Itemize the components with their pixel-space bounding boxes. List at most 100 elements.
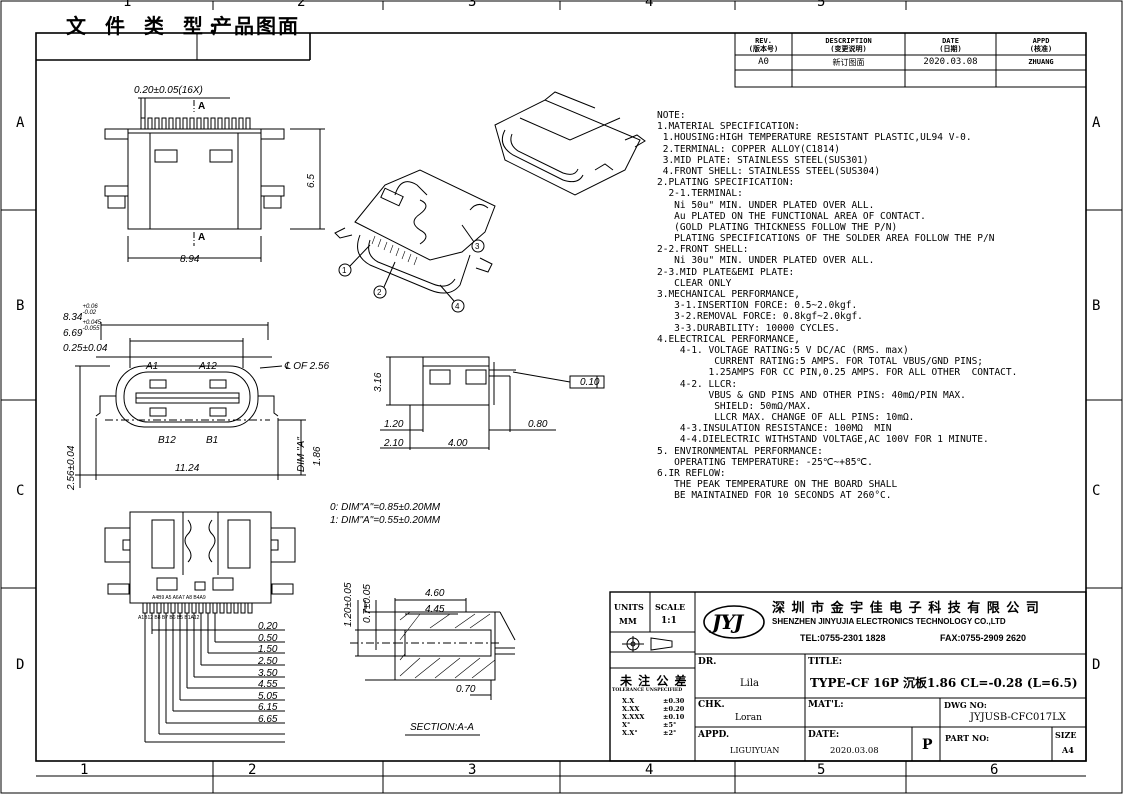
note-line: Ni 50u" MIN. UNDER PLATED OVER ALL. (657, 199, 875, 211)
note-line: 5. ENVIRONMENTAL PERFORMANCE: (657, 445, 823, 457)
note-line: 4-1. VOLTAGE RATING:5 V DC/AC (RMS. max) (657, 344, 909, 356)
dim-a-label: DIM "A" (296, 437, 307, 472)
dim-070: 0.70 (456, 684, 476, 695)
note-line: SHIELD: 50mΩ/MAX. (657, 400, 812, 412)
grid-row-a-right: A (1092, 115, 1101, 131)
grid-row-a-left: A (16, 115, 25, 131)
label-b1: B1 (206, 435, 219, 446)
drawn-label: DR. (698, 657, 717, 667)
dim-210: 2.10 (384, 438, 404, 449)
dim-note-1: 1: DIM"A"=0.55±0.20MM (330, 515, 441, 526)
checked-value: Loran (735, 713, 762, 723)
ladder-505: 5.05 (258, 691, 278, 702)
grid-col-6-bottom: 6 (990, 762, 999, 778)
tolerance-title-en: TOLERANCE UNSPECIFIED (612, 688, 683, 693)
ladder-615: 6.15 (258, 702, 278, 713)
section-title: SECTION:A-A (410, 722, 474, 733)
note-line: 3-3.DURABILITY: 10000 CYCLES. (657, 322, 841, 334)
dim-669: 6.69+0.045-0.055 (63, 320, 101, 339)
tolerance-row-4: X° (622, 721, 631, 729)
p-mark: P (922, 737, 933, 753)
grid-row-c-left: C (16, 483, 25, 499)
company-tel: TEL:0755-2301 1828 (800, 633, 886, 643)
units-value: MM (619, 616, 637, 626)
note-line: 2-3.MID PLATE&EMI PLATE: (657, 266, 795, 278)
note-line: 2.PLATING SPECIFICATION: (657, 177, 795, 189)
dim-120: 1.20 (384, 419, 404, 430)
note-line: 3-1.INSERTION FORCE: 0.5~2.0kgf. (657, 300, 858, 312)
label-b12: B12 (158, 435, 176, 446)
date-label: DATE: (808, 730, 840, 740)
note-line: 4.ELECTRICAL PERFORMANCE, (657, 333, 800, 345)
note-line: CLEAR ONLY (657, 277, 732, 289)
label-a12: A12 (199, 361, 217, 372)
note-line: 3.MID PLATE: STAINLESS STEEL(SUS301) (657, 154, 869, 166)
title-label: TITLE: (808, 657, 843, 667)
grid-row-c-right: C (1092, 483, 1101, 499)
callout-2: 2 (377, 288, 382, 297)
company-logo: JYJ (712, 610, 743, 634)
note-line: 6.IR REFLOW: (657, 468, 726, 479)
label-a1: A1 (146, 361, 159, 372)
appd-value: ZHUANG (1028, 58, 1054, 66)
size-value: A4 (1062, 745, 1074, 755)
note-line: 2.TERMINAL: COPPER ALLOY(C1814) (657, 143, 841, 155)
note-line: 1.MATERIAL SPECIFICATION: (657, 121, 800, 133)
company-name-cn: 深 圳 市 金 宇 佳 电 子 科 技 有 限 公 司 (772, 601, 1040, 616)
approved-label: APPD. (698, 730, 730, 740)
tolerance-val-5: ±2° (663, 729, 677, 737)
ladder-665: 6.65 (258, 714, 278, 725)
note-line: 4-4.DIELECTRIC WITHSTAND VOLTAGE,AC 100V… (657, 434, 989, 446)
dwg-no-value: JYJUSB-CFC017LX (970, 712, 1066, 723)
dim-445: 4.45 (425, 604, 445, 615)
note-line: Au PLATED ON THE FUNCTIONAL AREA OF CONT… (657, 210, 926, 222)
dim-834: 8.34+0.06-0.02 (63, 304, 98, 323)
note-line: 1.25AMPS FOR CC PIN,0.25 AMPS. FOR ALL O… (657, 367, 1018, 379)
ladder-350: 3.50 (258, 668, 278, 679)
dim-186: 1.86 (312, 446, 323, 466)
tolerance-title-cn: 未 注 公 差 (620, 674, 688, 688)
section-mark-top: A (198, 101, 206, 112)
callout-1: 1 (342, 266, 347, 275)
grid-row-b-right: B (1092, 298, 1101, 314)
note-line: Ni 30u" MIN. UNDER PLATED OVER ALL. (657, 255, 875, 267)
note-line: PLATING SPECIFICATIONS OF THE SOLDER ARE… (657, 233, 995, 245)
pin-row-top: A4B9 A5 A6A7 A8 B4A9 (152, 595, 206, 601)
doc-type-label: 文 件 类 型: (66, 14, 223, 38)
callout-4: 4 (455, 302, 460, 311)
ladder-250: 2.50 (258, 656, 278, 667)
ladder-020: 0.20 (258, 621, 278, 632)
material-label: MAT'L: (808, 700, 844, 710)
tolerance-val-1: ±0.30 (663, 697, 685, 705)
date-value-tb: 2020.03.08 (830, 746, 879, 756)
grid-row-d-right: D (1092, 657, 1101, 673)
rev-value: A0 (758, 57, 769, 67)
flatness-value: 0.10 (580, 377, 600, 388)
date-header: DATE(日期) (939, 37, 962, 53)
dwg-no-label: DWG NO: (944, 700, 987, 710)
appd-header: APPD(核准) (1029, 37, 1053, 53)
dim-width: 8.94 (180, 254, 200, 265)
grid-col-4-top: 4 (645, 0, 654, 10)
company-fax: FAX:0755-2909 2620 (940, 633, 1027, 643)
dim-note-0: 0: DIM"A"=0.85±0.20MM (330, 502, 441, 513)
callout-3: 3 (475, 242, 480, 251)
note-line: 4-3.INSULATION RESISTANCE: 100MΩ MIN (657, 423, 892, 435)
date-value: 2020.03.08 (923, 57, 978, 67)
note-line: 3.MECHANICAL PERFORMANCE, (657, 289, 800, 300)
spec-notes: NOTE:1.MATERIAL SPECIFICATION: 1.HOUSING… (657, 110, 1017, 502)
scale-value: 1:1 (661, 616, 677, 626)
dim-080: 0.80 (528, 419, 548, 430)
dim-400: 4.00 (448, 438, 468, 449)
approved-value: LIGUIYUAN (730, 746, 780, 755)
note-line: NOTE: (657, 110, 686, 121)
note-line: 1.HOUSING:HIGH TEMPERATURE RESISTANT PLA… (657, 132, 972, 144)
dim-120-section: 1.20±0.05 (343, 582, 354, 627)
grid-col-3-top: 3 (468, 0, 477, 10)
note-line: OPERATING TEMPERATURE: -25℃~+85℃. (657, 456, 873, 468)
grid-col-2-bottom: 2 (248, 762, 257, 778)
note-line: LLCR MAX. CHANGE OF ALL PINS: 10mΩ. (657, 412, 915, 424)
dim-316: 3.16 (373, 372, 384, 392)
grid-row-d-left: D (16, 657, 25, 673)
